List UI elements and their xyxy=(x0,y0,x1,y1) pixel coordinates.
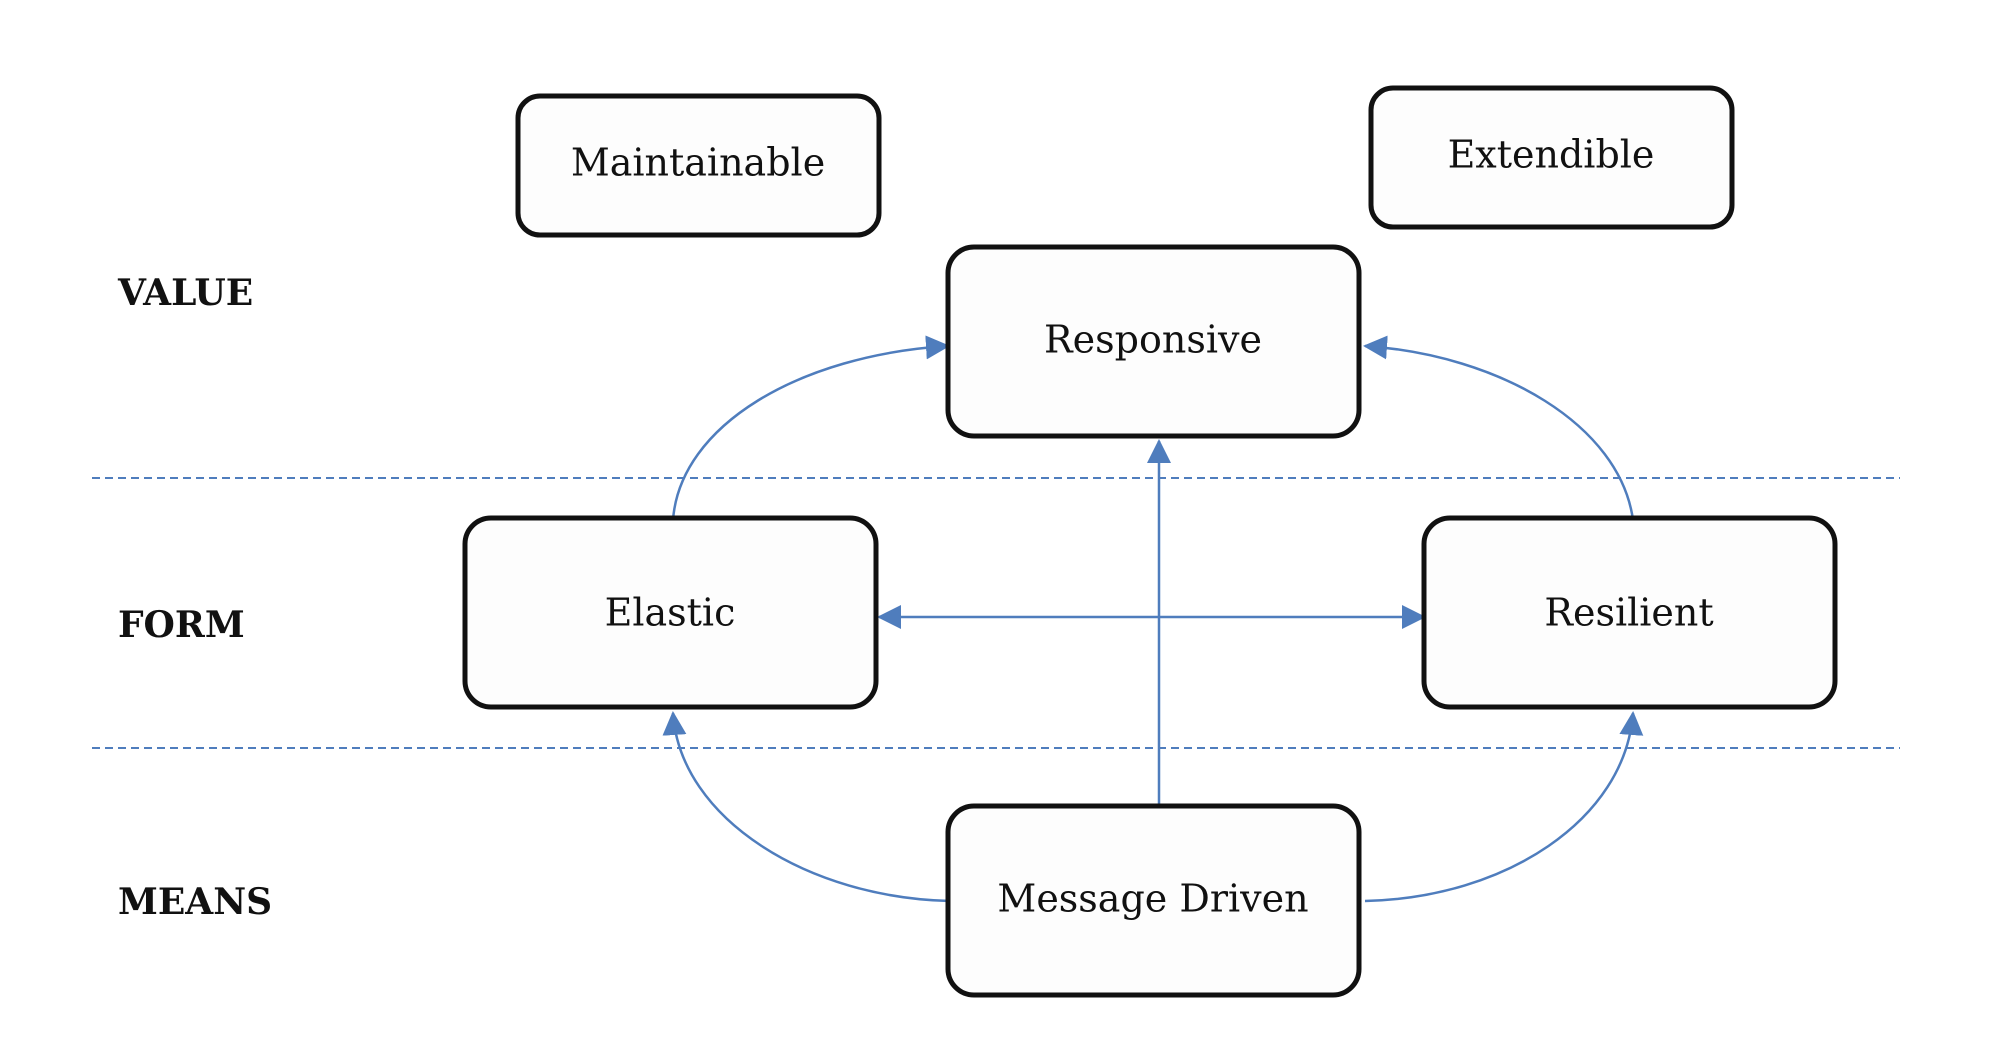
node-extendible-label: Extendible xyxy=(1448,133,1655,177)
node-message-driven-label: Message Driven xyxy=(997,877,1308,921)
node-elastic: Elastic xyxy=(462,515,879,710)
node-maintainable: Maintainable xyxy=(515,93,882,238)
node-responsive-label: Responsive xyxy=(1044,318,1262,362)
arrow-message-driven-to-resilient xyxy=(1364,711,1644,903)
row-label-means: MEANS xyxy=(118,881,272,923)
arrow-resilient-to-responsive xyxy=(1363,335,1635,521)
arrow-message-driven-to-elastic xyxy=(662,711,951,903)
node-elastic-label: Elastic xyxy=(605,591,736,635)
node-resilient: Resilient xyxy=(1421,515,1838,710)
node-resilient-label: Resilient xyxy=(1544,591,1713,635)
node-extendible: Extendible xyxy=(1368,85,1735,230)
row-label-value: VALUE xyxy=(117,272,253,314)
node-message-driven: Message Driven xyxy=(945,803,1362,998)
arrow-elastic-to-responsive xyxy=(671,335,950,521)
node-maintainable-label: Maintainable xyxy=(571,141,825,185)
node-responsive: Responsive xyxy=(945,244,1362,439)
row-label-form: FORM xyxy=(118,604,245,646)
